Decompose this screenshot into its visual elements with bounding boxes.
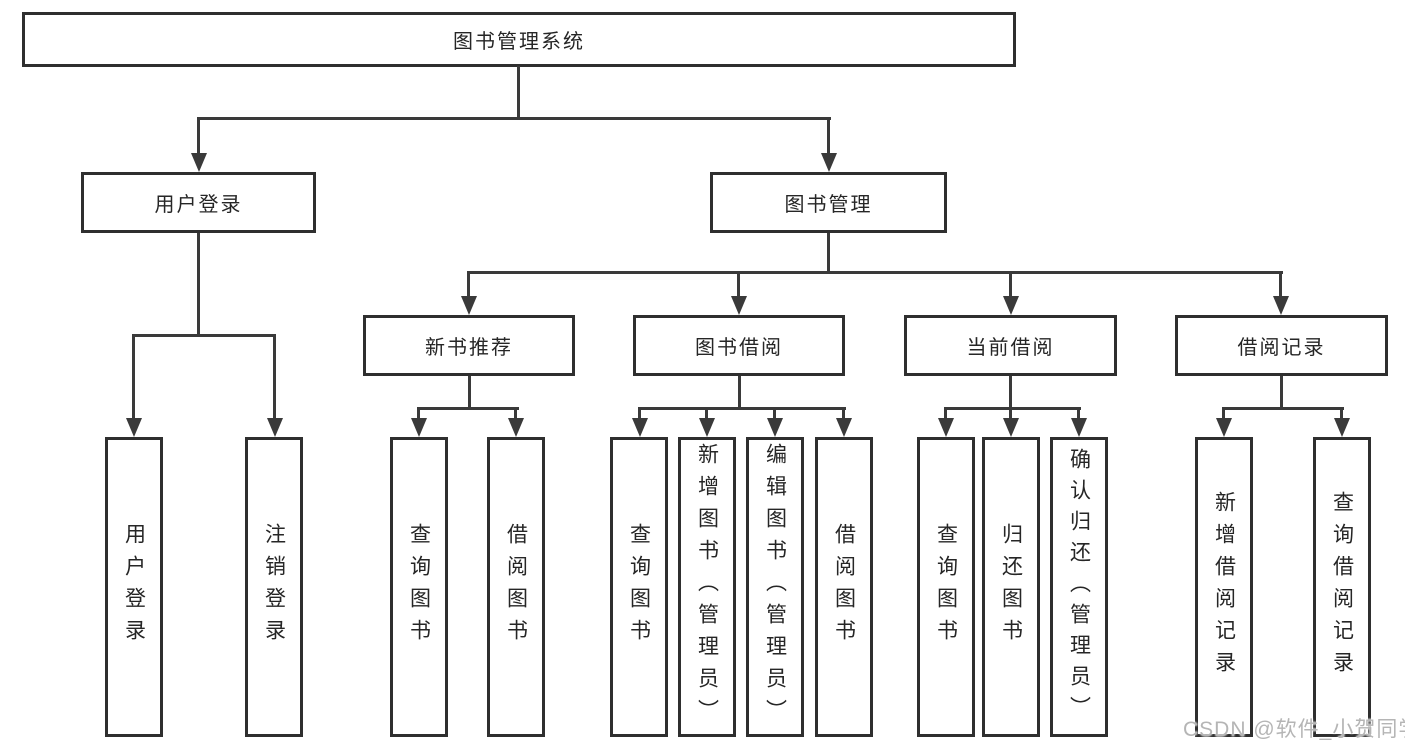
connector-drop-leaf bbox=[1077, 407, 1080, 420]
node-user-login: 用户登录 bbox=[81, 172, 316, 233]
connector-user-login-rail bbox=[132, 334, 276, 337]
leaf-query-books-borrow: 查询图书 bbox=[610, 437, 668, 737]
node-current-borrow: 当前借阅 bbox=[904, 315, 1117, 376]
arrowhead-icon bbox=[461, 296, 477, 315]
connector-level3-rail bbox=[467, 271, 1283, 274]
arrowhead-icon bbox=[191, 153, 207, 172]
arrowhead-icon bbox=[1003, 418, 1019, 437]
connector-level2-rail bbox=[197, 117, 831, 120]
leaf-add-borrow-record-label: 新增借阅记录 bbox=[1212, 491, 1236, 683]
arrowhead-icon bbox=[1003, 296, 1019, 315]
arrowhead-icon bbox=[1071, 418, 1087, 437]
connector-root-stem bbox=[517, 66, 520, 118]
csdn-watermark: CSDN @软件_小贺同学 bbox=[1183, 718, 1405, 741]
leaf-query-books-borrow-label: 查询图书 bbox=[627, 523, 651, 651]
connector-drop-leaf bbox=[944, 407, 947, 420]
leaf-query-books-current-label: 查询图书 bbox=[934, 523, 958, 651]
connector-drop-level3 bbox=[1009, 271, 1012, 299]
connector-drop-leaf bbox=[1340, 407, 1343, 420]
connector-user-login-stem bbox=[197, 233, 200, 335]
leaf-query-books-recommend-label: 查询图书 bbox=[407, 523, 431, 651]
connector-book-mgmt-stem bbox=[827, 233, 830, 272]
node-root-label: 图书管理系统 bbox=[453, 31, 585, 53]
arrowhead-icon bbox=[632, 418, 648, 437]
node-borrow-record-label: 借阅记录 bbox=[1237, 337, 1326, 359]
leaf-borrow-books: 借阅图书 bbox=[815, 437, 873, 737]
node-book-management-label: 图书管理 bbox=[784, 194, 873, 216]
arrowhead-icon bbox=[508, 418, 524, 437]
connector-borrow-rail bbox=[638, 407, 846, 410]
leaf-borrow-books-label: 借阅图书 bbox=[832, 523, 856, 651]
connector-drop-leaf bbox=[417, 407, 420, 420]
arrowhead-icon bbox=[126, 418, 142, 437]
connector-drop-leaf bbox=[273, 334, 276, 420]
connector-drop-leaf bbox=[638, 407, 641, 420]
connector-drop-leaf bbox=[1222, 407, 1225, 420]
connector-drop-user-login bbox=[197, 117, 200, 156]
leaf-confirm-return-admin: 确认归还（管理员） bbox=[1050, 437, 1108, 737]
arrowhead-icon bbox=[411, 418, 427, 437]
leaf-logout: 注销登录 bbox=[245, 437, 303, 737]
arrowhead-icon bbox=[938, 418, 954, 437]
node-book-borrow-label: 图书借阅 bbox=[695, 337, 783, 359]
leaf-user-login-label: 用户登录 bbox=[122, 523, 146, 651]
connector-recommend-stem bbox=[468, 376, 471, 408]
node-new-book-recommend: 新书推荐 bbox=[363, 315, 575, 376]
connector-current-stem bbox=[1009, 376, 1012, 408]
leaf-add-books-admin-label: 新增图书（管理员） bbox=[695, 443, 719, 731]
connector-record-rail bbox=[1222, 407, 1344, 410]
arrowhead-icon bbox=[836, 418, 852, 437]
connector-drop-level3 bbox=[1279, 271, 1282, 299]
leaf-query-books-recommend: 查询图书 bbox=[390, 437, 448, 737]
leaf-confirm-return-admin-label: 确认归还（管理员） bbox=[1067, 447, 1091, 727]
leaf-query-books-current: 查询图书 bbox=[917, 437, 975, 737]
leaf-user-login: 用户登录 bbox=[105, 437, 163, 737]
arrowhead-icon bbox=[267, 418, 283, 437]
arrowhead-icon bbox=[1216, 418, 1232, 437]
leaf-add-books-admin: 新增图书（管理员） bbox=[678, 437, 736, 737]
leaf-borrow-books-recommend-label: 借阅图书 bbox=[504, 523, 528, 651]
leaf-query-borrow-record: 查询借阅记录 bbox=[1313, 437, 1371, 737]
node-user-login-label: 用户登录 bbox=[154, 194, 243, 216]
connector-record-stem bbox=[1280, 376, 1283, 408]
node-current-borrow-label: 当前借阅 bbox=[966, 337, 1055, 359]
leaf-edit-books-admin: 编辑图书（管理员） bbox=[746, 437, 804, 737]
connector-drop-level3 bbox=[737, 271, 740, 299]
connector-drop-leaf bbox=[705, 407, 708, 420]
arrowhead-icon bbox=[1273, 296, 1289, 315]
connector-current-rail bbox=[944, 407, 1081, 410]
leaf-return-books-label: 归还图书 bbox=[999, 523, 1023, 651]
leaf-logout-label: 注销登录 bbox=[262, 523, 286, 651]
connector-drop-leaf bbox=[132, 334, 135, 420]
leaf-edit-books-admin-label: 编辑图书（管理员） bbox=[763, 443, 787, 731]
arrowhead-icon bbox=[821, 153, 837, 172]
leaf-return-books: 归还图书 bbox=[982, 437, 1040, 737]
node-borrow-record: 借阅记录 bbox=[1175, 315, 1388, 376]
node-new-book-recommend-label: 新书推荐 bbox=[425, 337, 513, 359]
connector-drop-leaf bbox=[514, 407, 517, 420]
connector-drop-leaf bbox=[842, 407, 845, 420]
arrowhead-icon bbox=[731, 296, 747, 315]
leaf-query-borrow-record-label: 查询借阅记录 bbox=[1330, 491, 1354, 683]
node-book-borrow: 图书借阅 bbox=[633, 315, 845, 376]
leaf-borrow-books-recommend: 借阅图书 bbox=[487, 437, 545, 737]
node-root-system: 图书管理系统 bbox=[22, 12, 1016, 67]
connector-borrow-stem bbox=[738, 376, 741, 408]
connector-drop-book-mgmt bbox=[827, 117, 830, 156]
node-book-management: 图书管理 bbox=[710, 172, 947, 233]
connector-drop-leaf bbox=[773, 407, 776, 420]
leaf-add-borrow-record: 新增借阅记录 bbox=[1195, 437, 1253, 737]
connector-drop-leaf bbox=[1009, 407, 1012, 420]
connector-drop-level3 bbox=[467, 271, 470, 299]
arrowhead-icon bbox=[1334, 418, 1350, 437]
arrowhead-icon bbox=[699, 418, 715, 437]
arrowhead-icon bbox=[767, 418, 783, 437]
connector-recommend-rail bbox=[417, 407, 519, 410]
